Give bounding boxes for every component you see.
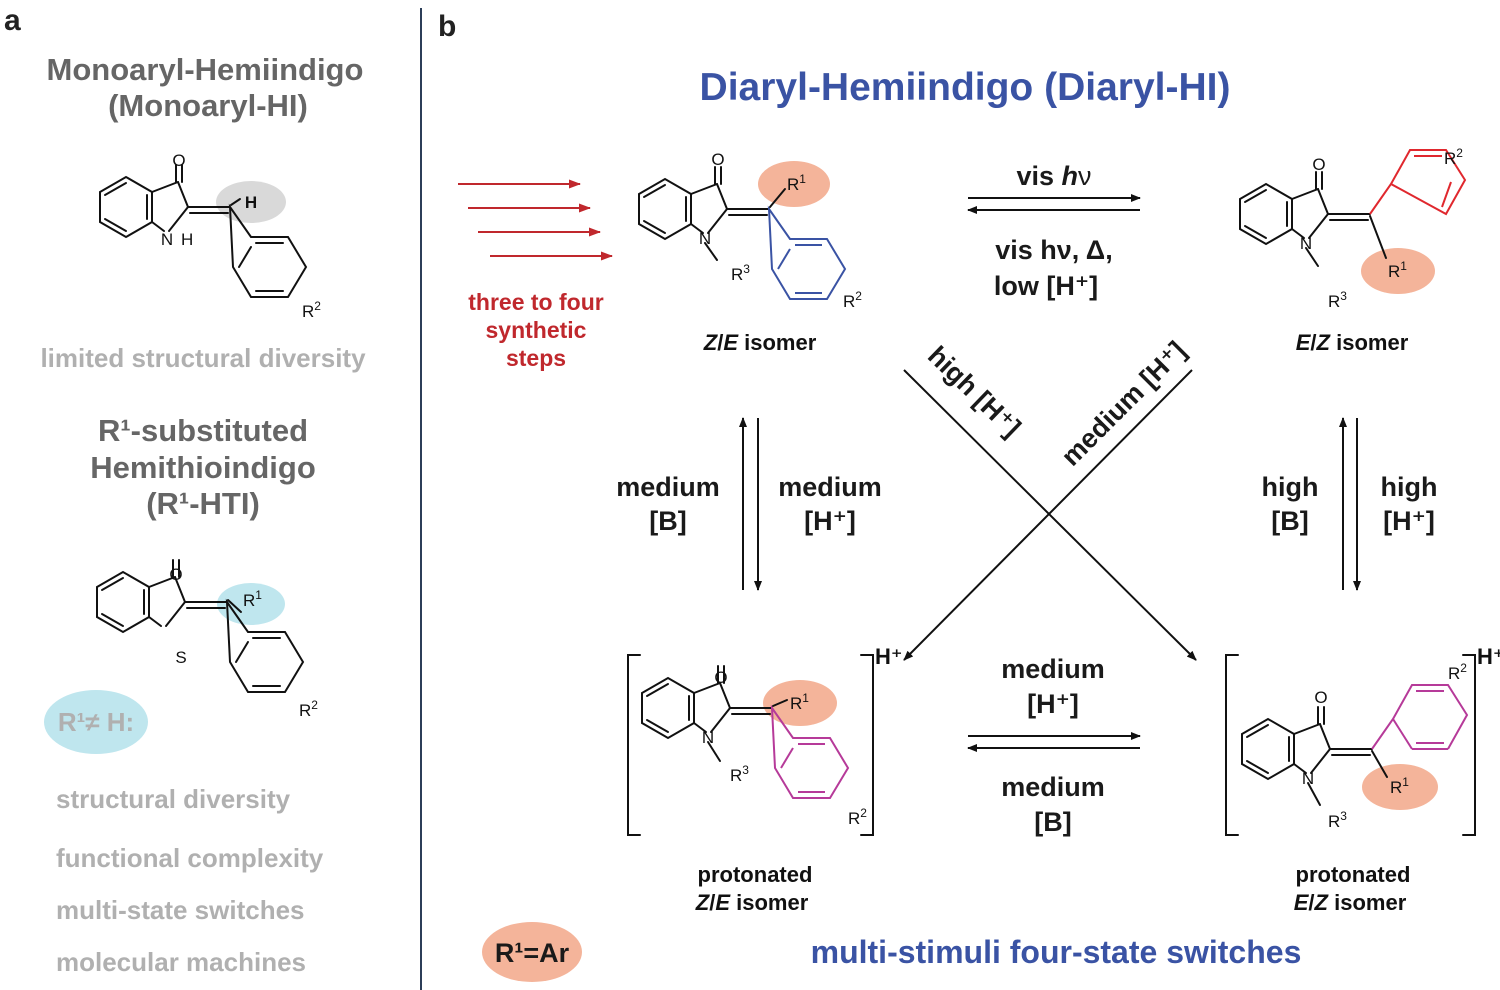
protonated-ze-caption: protonated [698,862,813,887]
synthesis-line: steps [506,345,566,371]
protonated-ez-caption-line2: E/Z isomer [1294,890,1407,915]
hydrogen-atom: H [245,193,257,212]
r3-label: R3 [1328,809,1347,831]
ze-isomer-caption: Z/E isomer [703,330,817,355]
bottom-forward-label: [H⁺] [1027,689,1079,719]
r2-label: R2 [302,299,321,321]
limited-diversity-note: limited structural diversity [40,343,366,373]
diagonal-label-2: medium [H⁺] [1055,335,1191,471]
bottom-forward-label: medium [1001,654,1105,684]
protonated-ze-caption-line2: Z/E isomer [695,890,809,915]
protonated-ez-caption: protonated [1296,862,1411,887]
feature-list: structural diversity functional complexi… [56,784,324,977]
r1-label: R1 [790,691,809,713]
r1-ar-label: R¹=Ar [495,938,570,968]
r2-label: R2 [299,698,318,720]
nitrogen-atom: N [161,230,173,249]
feature-item: structural diversity [56,784,291,814]
htir1-title-line2: Hemithioindigo [90,450,316,485]
top-forward-label: vis hν [1016,161,1091,191]
footer-caption: multi-stimuli four-state switches [811,934,1302,970]
oxygen-atom: O [711,150,724,169]
r1-not-h-bubble [44,690,148,754]
nitrogen-atom: N [1300,234,1312,253]
diagonal-arrow-1 [903,369,1197,661]
htir1-title-line3: (R¹-HTI) [146,486,260,521]
nh-hydrogen: H [181,230,193,249]
r1-not-h-label: R¹≠ H: [58,707,134,737]
right-down-label: [H⁺] [1383,506,1435,536]
r2-label: R2 [843,289,862,311]
bottom-back-label: [B] [1034,807,1071,837]
r1-highlight [217,583,285,625]
monoaryl-title-line1: Monoaryl-Hemiindigo [47,52,364,87]
r3-label: R3 [1328,289,1347,311]
oxygen-atom: O [714,668,727,687]
nitrogen-atom: N [702,728,714,747]
bottom-back-label: medium [1001,772,1105,802]
oxygen-atom: O [1314,688,1327,707]
r2-label: R2 [848,806,867,828]
left-up-label: [B] [649,506,686,536]
diagonal-label-1: high [H⁺] [922,340,1026,442]
panel-a-label: a [4,4,21,37]
right-up-label: high [1262,472,1319,502]
left-down-label: [H⁺] [804,506,856,536]
nitrogen-atom: N [1302,769,1314,788]
feature-item: molecular machines [56,947,306,977]
ez-isomer-structure: O N R3 R1 R2 [1239,146,1467,311]
protonated-charge-label: H⁺ [1477,644,1500,669]
ze-isomer-structure: O N R3 R1 R2 [638,150,862,311]
r3-label: R3 [731,262,750,284]
monoaryl-title-line2: (Monoaryl-HI) [108,88,308,123]
top-back-label-line1: vis hν, Δ, [995,235,1112,265]
right-up-label: [B] [1271,506,1308,536]
right-down-label: high [1381,472,1438,502]
diagonal-arrow-2 [903,369,1193,661]
sulfur-atom: S [175,648,186,667]
synthesis-line: synthetic [486,317,587,343]
feature-item: multi-state switches [56,895,305,925]
monoaryl-hi-structure: O H N H R2 [99,151,321,321]
left-down-label: medium [778,472,882,502]
r1-label: R1 [1388,259,1407,281]
r1-ar-bubble [482,922,582,982]
oxygen-atom: O [172,151,185,170]
panel-b-label: b [438,10,456,43]
oxygen-atom: O [169,565,182,584]
ez-isomer-caption: E/Z isomer [1296,330,1409,355]
r3-label: R3 [730,763,749,785]
r2-label: R2 [1444,146,1463,168]
top-back-label-line2: low [H⁺] [994,271,1098,301]
r1-hti-structure: O S R1 R2 [96,559,318,720]
diaryl-hi-title: Diaryl-Hemiindigo (Diaryl-HI) [700,66,1231,109]
feature-item: functional complexity [56,843,324,873]
protonated-ez-structure: O N R3 R1 R2 H⁺ [1225,644,1500,836]
panel-b: b Diaryl-Hemiindigo (Diaryl-HI) three to… [438,10,1500,982]
left-up-label: medium [616,472,720,502]
synthesis-line: three to four [468,289,603,315]
protonated-charge-label: H⁺ [875,644,903,669]
r1-label: R1 [243,588,262,610]
htir1-title-line1: R¹-substituted [98,413,308,448]
r1-label: R1 [787,172,806,194]
synthesis-arrows [458,179,613,261]
r1-label: R1 [1390,775,1409,797]
nitrogen-atom: N [699,229,711,248]
protonated-ze-structure: O N R3 R1 R2 H⁺ [627,644,903,836]
oxygen-atom: O [1312,155,1325,174]
panel-a: a Monoaryl-Hemiindigo (Monoaryl-HI) O H … [4,4,366,977]
r2-label: R2 [1448,661,1467,683]
